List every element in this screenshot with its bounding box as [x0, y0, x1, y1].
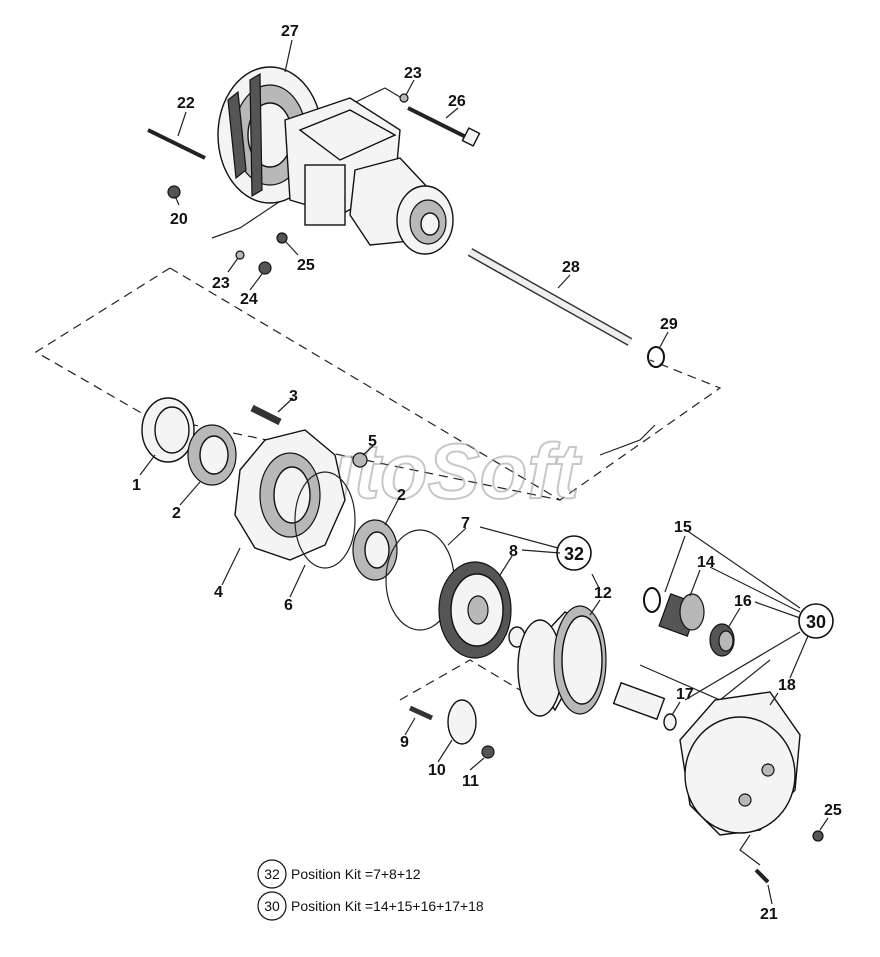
- label-part-2-right: 2: [397, 487, 406, 504]
- wheel-hub-part-4: [234, 429, 346, 561]
- label-part-6: 6: [284, 597, 293, 614]
- kit-callout-30: 30: [798, 603, 834, 639]
- label-part-22: 22: [177, 95, 195, 112]
- label-part-3: 3: [289, 388, 298, 405]
- label-part-7: 7: [461, 515, 470, 532]
- svg-text:32: 32: [264, 866, 280, 882]
- svg-text:30: 30: [806, 612, 826, 632]
- legend-row-kit-30: 30 Position Kit =14+15+16+17+18: [257, 891, 484, 921]
- assembly-dashed-outline: [169, 267, 722, 501]
- washer-part-23-top: [399, 93, 409, 103]
- svg-text:Position Kit =14+15+16+17+18: Position Kit =14+15+16+17+18: [291, 898, 484, 914]
- sun-gear-shaft: [612, 681, 666, 721]
- planet-gear-part-14: [658, 593, 705, 637]
- snap-ring-part-15: [643, 587, 661, 613]
- label-part-11: 11: [462, 773, 479, 790]
- label-part-9: 9: [400, 734, 409, 751]
- planet-cover-part-18: [679, 691, 801, 836]
- stud-part-22: [147, 128, 206, 160]
- washer-part-17: [663, 713, 677, 731]
- label-part-27: 27: [281, 23, 299, 40]
- assembly-dashed-outline: [34, 267, 171, 416]
- o-ring-part-6: [294, 471, 356, 569]
- stud-part-9: [408, 705, 434, 721]
- label-part-25-top: 25: [297, 257, 315, 274]
- nut-part-5: [352, 452, 368, 468]
- label-part-10: 10: [428, 762, 446, 779]
- axle-shaft-part-28: [467, 248, 633, 346]
- nut-part-11: [481, 745, 495, 759]
- part-labels: 27 22 20 23 26 23 24 25 28 29 3 5 1 2 2 …: [132, 23, 842, 923]
- label-part-12: 12: [594, 585, 612, 602]
- assembly-dashed-outline: [144, 414, 561, 501]
- axle-housing-part-27: [217, 66, 454, 255]
- leader-line: [599, 424, 656, 456]
- label-part-18: 18: [778, 677, 796, 694]
- nut-part-24: [258, 261, 272, 275]
- gear-carrier-part-8: [438, 561, 512, 659]
- label-part-23-top: 23: [404, 65, 422, 82]
- label-part-4: 4: [214, 584, 223, 601]
- snap-ring-part-29: [647, 346, 665, 368]
- svg-text:Position Kit =7+8+12: Position Kit =7+8+12: [291, 866, 421, 882]
- label-part-21: 21: [760, 906, 778, 923]
- label-part-28: 28: [562, 259, 580, 276]
- kit-callout-32: 32: [556, 535, 592, 571]
- label-part-1: 1: [132, 477, 141, 494]
- nut-part-25-top: [276, 232, 288, 244]
- label-part-5: 5: [368, 433, 377, 450]
- planet-gear-part-16: [709, 623, 735, 657]
- label-part-16: 16: [734, 593, 752, 610]
- label-part-23-bottom: 23: [212, 275, 230, 292]
- nut-part-20: [167, 185, 181, 199]
- lock-plate-part-10: [447, 699, 477, 745]
- washer-part-23-bottom: [235, 250, 245, 260]
- bolt-part-21: [754, 868, 770, 884]
- label-part-29: 29: [660, 316, 678, 333]
- bearing-part-2-right: [352, 519, 398, 581]
- subassembly-dashed-outline: [399, 659, 521, 701]
- label-part-17: 17: [676, 686, 694, 703]
- leader-line: [211, 199, 283, 239]
- seal-part-1: [141, 397, 195, 463]
- label-part-8: 8: [509, 543, 518, 560]
- ring-gear-part-12: [517, 605, 607, 717]
- svg-text:30: 30: [264, 898, 280, 914]
- leader-line: [739, 834, 761, 866]
- label-part-15: 15: [674, 519, 692, 536]
- label-part-2-left: 2: [172, 505, 181, 522]
- nut-part-25-bottom: [812, 830, 824, 842]
- label-part-26: 26: [448, 93, 466, 110]
- wheel-stud-part-3: [250, 404, 282, 426]
- bearing-part-2-left: [187, 424, 237, 486]
- label-part-20: 20: [170, 211, 188, 228]
- svg-text:32: 32: [564, 544, 584, 564]
- label-part-25-bottom: 25: [824, 802, 842, 819]
- callout-leaders: [139, 39, 829, 905]
- legend: 32 Position Kit =7+8+12 30 Position Kit …: [257, 859, 484, 921]
- label-part-24: 24: [240, 291, 258, 308]
- bolt-part-26: [407, 106, 481, 147]
- legend-row-kit-32: 32 Position Kit =7+8+12: [257, 859, 421, 889]
- kit-30-leaders: [684, 529, 809, 701]
- label-part-14: 14: [697, 554, 715, 571]
- leader-line: [639, 659, 771, 701]
